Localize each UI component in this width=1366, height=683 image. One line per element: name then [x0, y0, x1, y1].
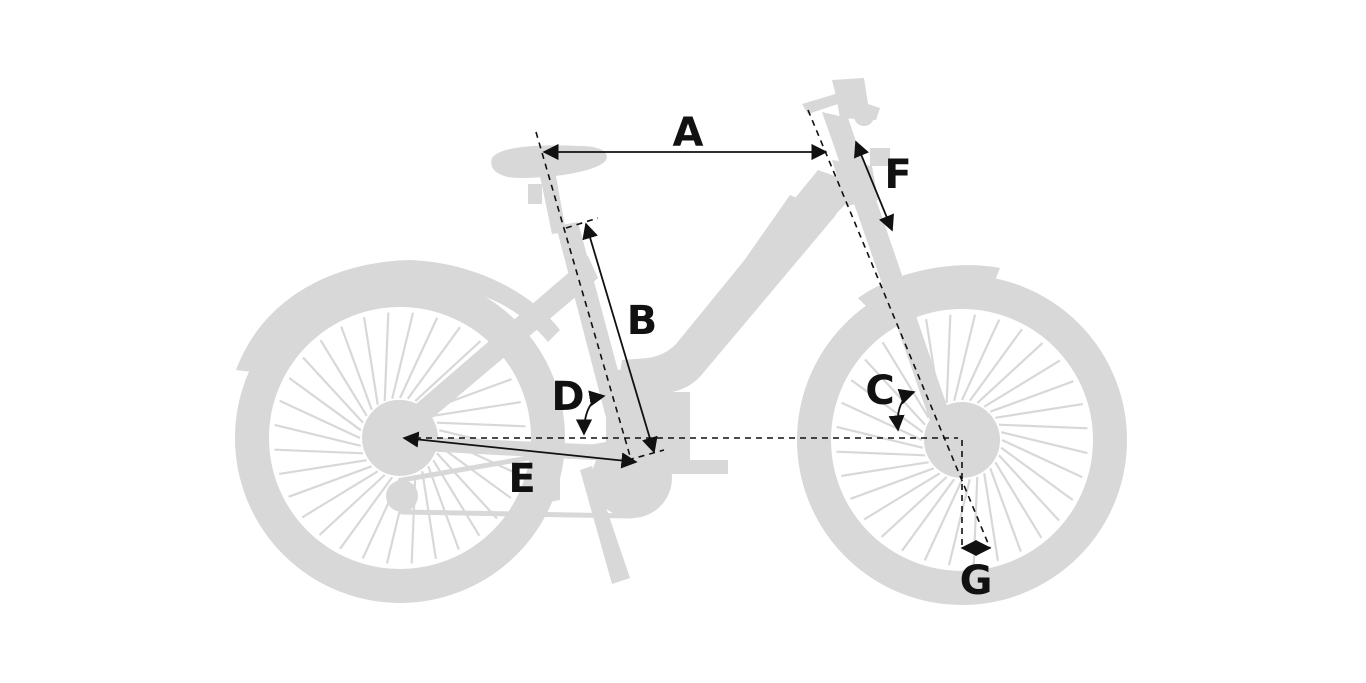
- wheel-spoke: [836, 450, 926, 457]
- wheel-spoke: [399, 317, 439, 399]
- wheel-spoke: [1000, 446, 1074, 501]
- label-d: D: [551, 374, 584, 420]
- wheel-spoke: [983, 473, 1000, 561]
- wheel-spoke: [302, 356, 364, 424]
- wheel-spoke: [406, 326, 461, 400]
- wheel-spoke: [983, 359, 1061, 408]
- wheel-spoke: [383, 312, 390, 402]
- wheel-spoke: [318, 474, 386, 536]
- wheel-spoke: [391, 312, 415, 400]
- wheel-spoke: [436, 421, 526, 428]
- dimension-c-arc: [888, 388, 916, 432]
- wheel-spoke: [362, 317, 379, 405]
- wheel-spoke: [421, 471, 438, 559]
- wheel-spoke: [968, 328, 1023, 402]
- seat-tube-tick: [565, 217, 599, 229]
- wheel-spoke: [995, 402, 1083, 419]
- wheel-spoke: [319, 339, 368, 417]
- wheel-spoke: [288, 465, 373, 498]
- wheel-spoke: [989, 380, 1074, 413]
- dimension-d-arc: [575, 390, 606, 436]
- label-c: C: [865, 368, 894, 414]
- wheel-spoke: [433, 400, 521, 417]
- wheel-spoke: [279, 399, 361, 439]
- wheel-spoke: [1001, 439, 1083, 479]
- wheel-spoke: [901, 478, 956, 552]
- wheel-spoke: [414, 340, 482, 402]
- seat-clamp: [528, 184, 542, 204]
- wheel-spoke: [863, 472, 941, 521]
- wheel-spoke: [274, 423, 362, 447]
- geometry-overlay: [402, 109, 992, 557]
- dimension-f-arrow: [854, 140, 894, 232]
- wheel-spoke: [881, 341, 930, 419]
- label-g: G: [960, 558, 993, 604]
- label-a: A: [673, 110, 704, 156]
- wheel-spoke: [274, 448, 364, 455]
- wheel-spoke: [994, 461, 1043, 539]
- wheel-spoke: [279, 459, 367, 476]
- wheel-spoke: [976, 342, 1044, 404]
- wheel-spoke: [972, 476, 979, 566]
- wheel-spoke: [850, 467, 935, 500]
- wheel-spoke: [998, 423, 1088, 430]
- wheel-spoke: [953, 314, 977, 402]
- wheel-spoke: [945, 314, 952, 404]
- wheel-spoke: [340, 326, 373, 411]
- wheel-spoke: [998, 454, 1060, 522]
- seatpost: [540, 176, 566, 234]
- wheel-spoke: [427, 465, 460, 550]
- dimension-b-arrow: [582, 222, 658, 454]
- dimension-labels: A B C D E F G: [508, 110, 992, 604]
- label-b: B: [627, 298, 658, 344]
- rear-cassette: [364, 400, 432, 468]
- head-tube-axis: [807, 109, 991, 549]
- wheel-spoke: [989, 467, 1022, 552]
- kickstand: [580, 466, 630, 584]
- dimension-e-arrow: [402, 431, 638, 469]
- wheel-spoke: [841, 461, 929, 478]
- handlebar: [802, 78, 880, 126]
- saddle: [491, 145, 607, 178]
- wheel-spoke: [923, 479, 963, 561]
- wheel-spoke: [841, 401, 923, 441]
- front-fender: [858, 265, 1000, 312]
- wheel-spoke: [301, 470, 379, 519]
- wheel-spoke: [961, 319, 1001, 401]
- rear-fender: [236, 260, 560, 372]
- label-f: F: [884, 152, 911, 198]
- wheel-spoke: [947, 478, 971, 566]
- wheel-spoke: [339, 476, 394, 550]
- wheel-spoke: [880, 476, 948, 538]
- wheel-spoke: [288, 377, 362, 432]
- wheel-spoke: [1000, 431, 1088, 455]
- label-e: E: [508, 456, 535, 502]
